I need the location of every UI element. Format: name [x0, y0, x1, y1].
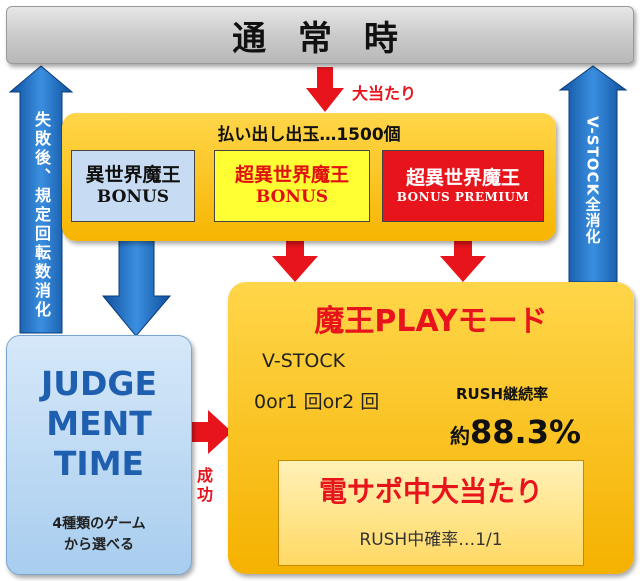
bonus-sub: BONUS: [96, 187, 170, 208]
judgement-games-note: 4種類のゲーム から選べる: [6, 514, 192, 556]
success-char: 成功: [196, 466, 213, 504]
left-return-arrow: [8, 65, 74, 334]
bonus-cho-isekai-maou: 超異世界魔王 BONUS: [214, 150, 370, 222]
bonus2-to-maou-arrow: [272, 222, 318, 282]
jackpot-label: 大当たり: [352, 84, 417, 103]
maou-play-mode-title: 魔王PLAYモード: [314, 304, 548, 339]
bonus-name: 異世界魔王: [85, 164, 181, 187]
bonus-cho-isekai-maou-premium: 超異世界魔王 BONUS PREMIUM: [382, 150, 544, 222]
judgement-time-title: JUDGE MENT TIME: [6, 364, 192, 484]
judgement-title-line: JUDGE: [40, 364, 158, 403]
judgement-title-line: TIME: [53, 444, 145, 483]
right-return-arrow: [558, 65, 628, 283]
judgement-games-line: から選べる: [64, 537, 134, 553]
right-return-label: V-STOCK全消化: [583, 115, 602, 245]
bonus-sub: BONUS: [255, 187, 329, 208]
vstock-count: 0or1 回or2 回: [254, 391, 380, 413]
payout-label: 払い出し出玉…1500個: [217, 124, 401, 145]
success-arrow: [186, 410, 232, 454]
bonus-sub: BONUS PREMIUM: [396, 190, 530, 205]
jackpot-arrow: [306, 67, 344, 112]
left-return-label: 失敗後、規定回転数消化: [32, 110, 51, 320]
rush-rate-prefix: 約: [450, 424, 470, 448]
rush-rate: 約88.3%: [450, 413, 581, 451]
vstock-label: V-STOCK: [262, 350, 346, 372]
rush-probability: RUSH中確率…1/1: [359, 529, 503, 550]
bonus-isekai-maou: 異世界魔王 BONUS: [71, 150, 195, 222]
densapo-title: 電サポ中大当たり: [318, 475, 543, 508]
success-label: 成功: [194, 466, 216, 504]
bonus-name: 超異世界魔王: [234, 164, 349, 187]
judgement-games-line: 4種類のゲーム: [52, 516, 146, 532]
bonus3-to-maou-arrow: [440, 222, 486, 282]
normal-state-label: 通 常 時: [232, 18, 408, 59]
bonus-name: 超異世界魔王: [405, 167, 520, 190]
rush-rate-label: RUSH継続率: [456, 385, 549, 403]
normal-state-bar: 通 常 時: [6, 6, 634, 64]
judgement-title-line: MENT: [46, 404, 152, 443]
rush-rate-value: 88.3%: [470, 413, 582, 451]
densapo-panel: [278, 460, 584, 566]
judgement-time-panel: [6, 335, 192, 575]
